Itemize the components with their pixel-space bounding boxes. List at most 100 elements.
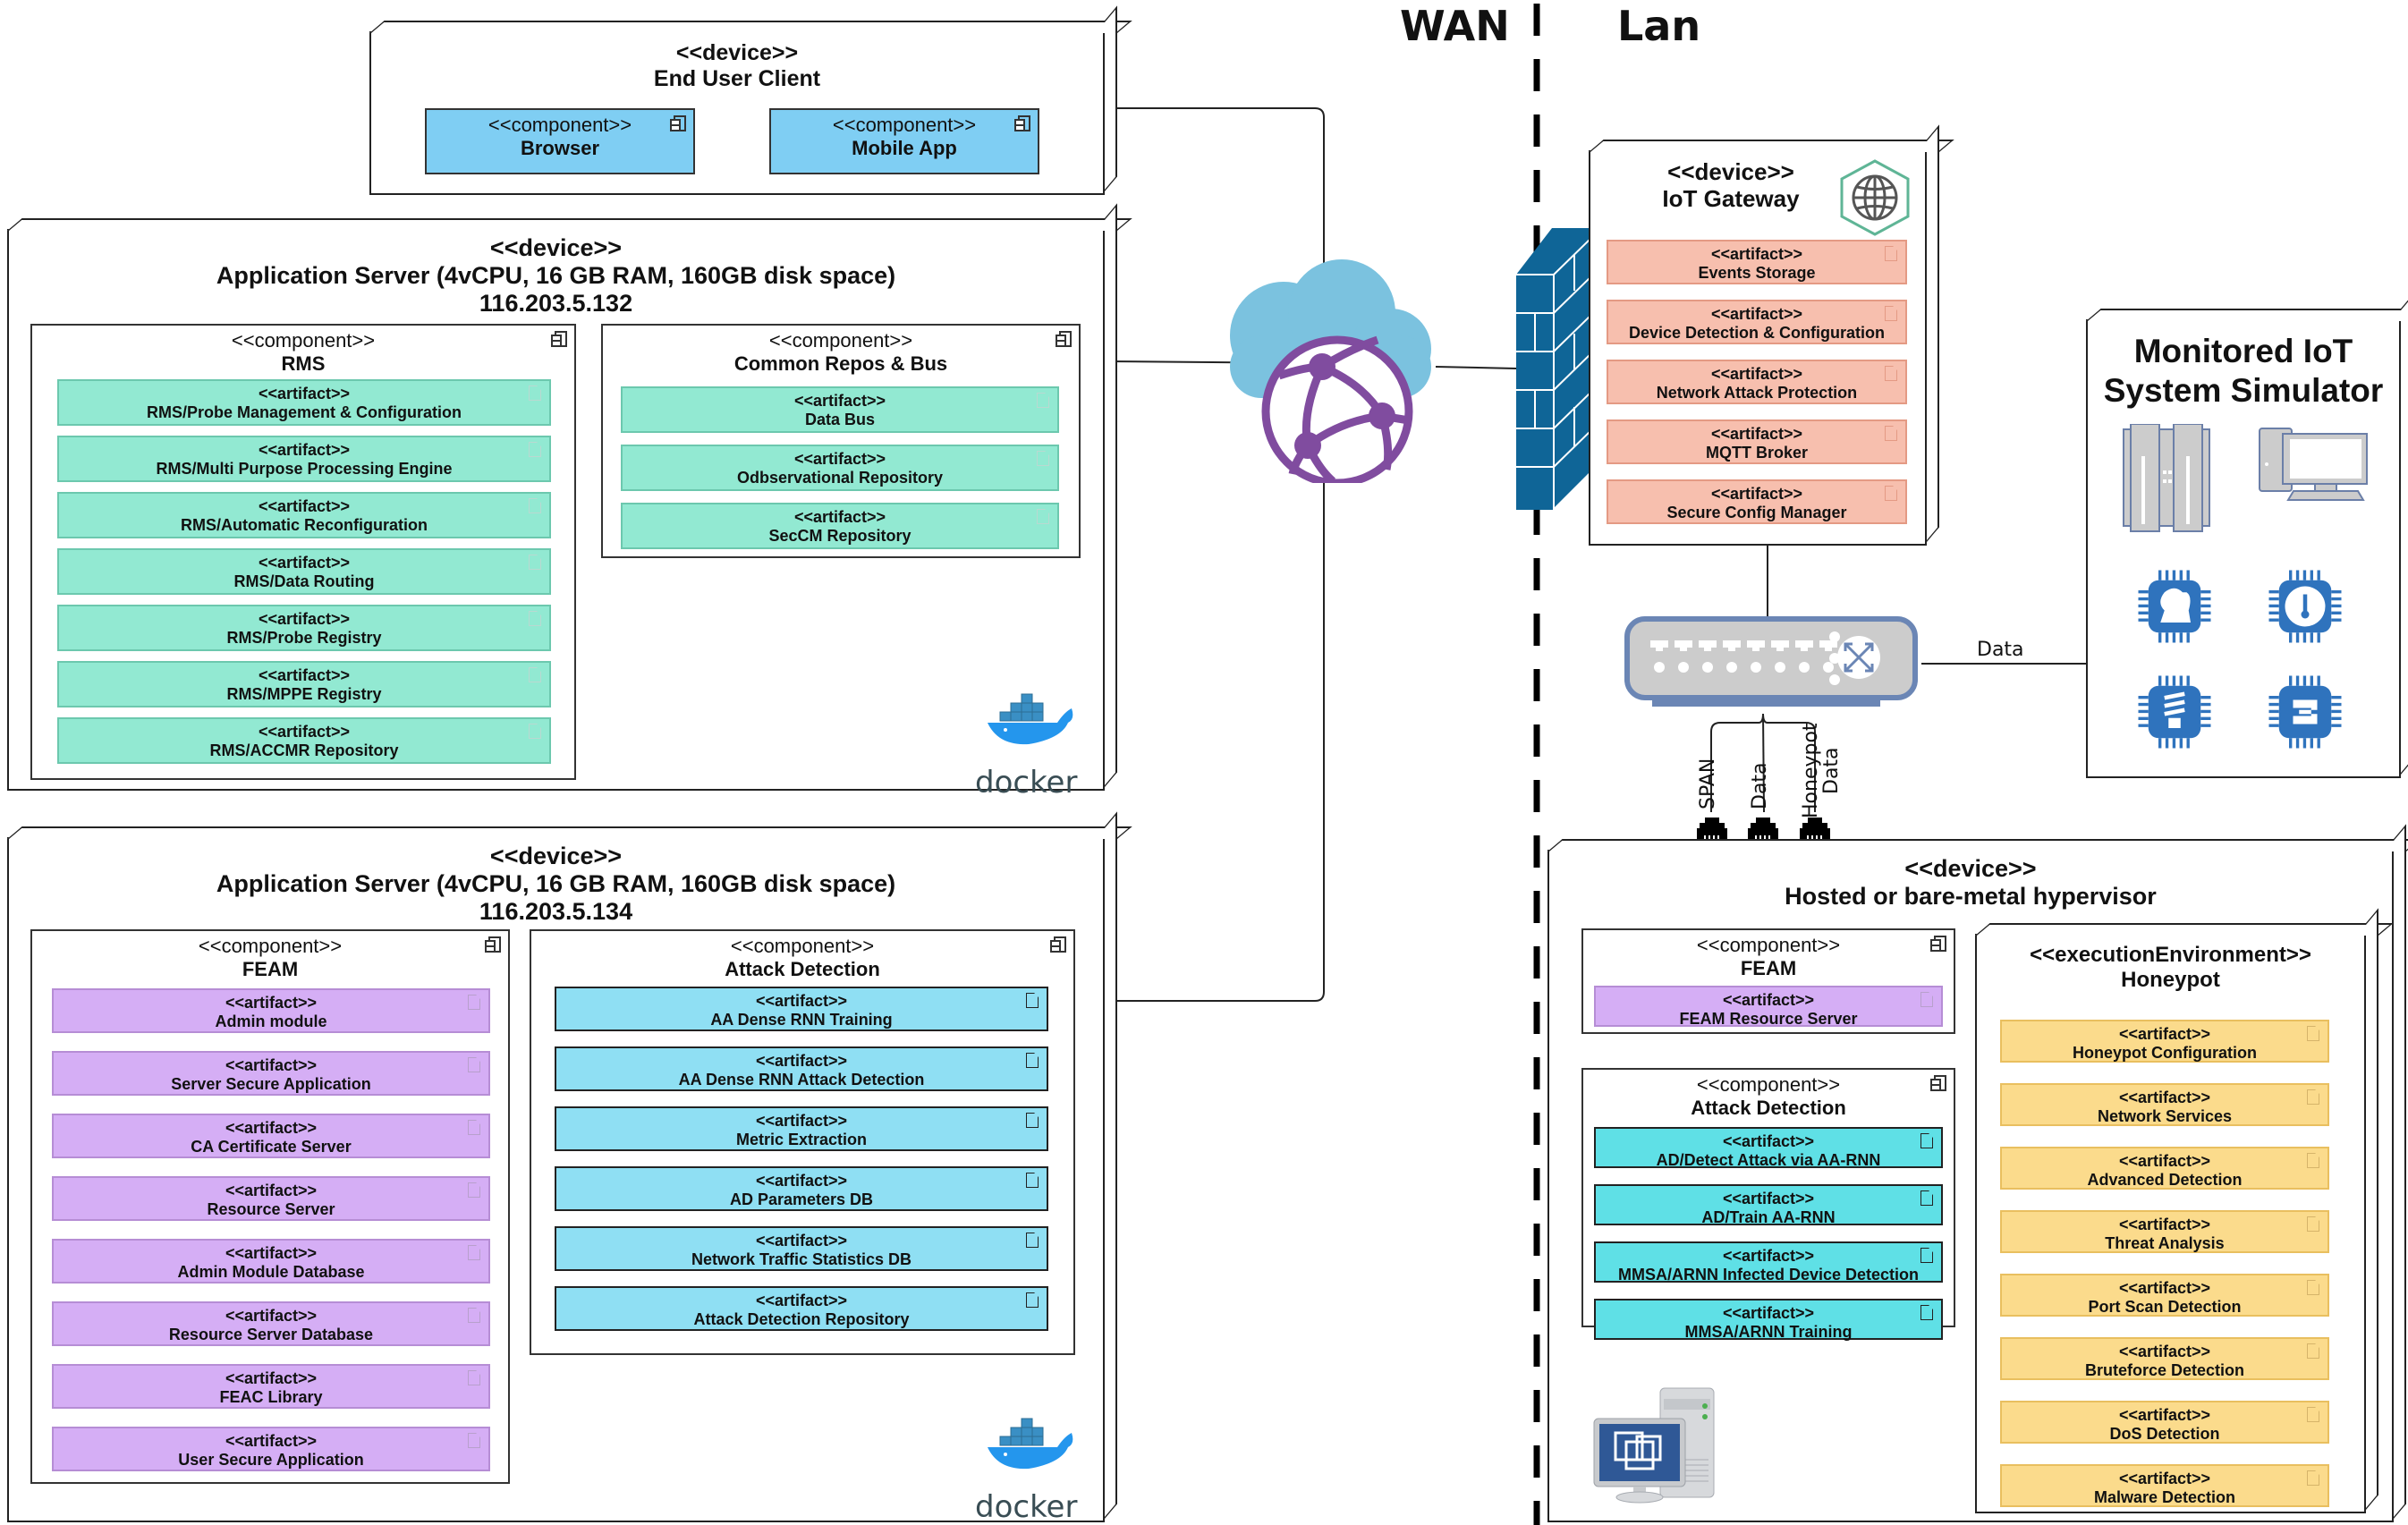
artifact[interactable]: <<artifact>>Network Services	[2000, 1083, 2329, 1126]
artifact-document-icon	[529, 667, 541, 682]
artifact[interactable]: <<artifact>>RMS/Probe Management & Confi…	[57, 379, 551, 426]
honeypot-environment[interactable]: <<executionEnvironment>> Honeypot <<arti…	[1975, 934, 2366, 1513]
artifact[interactable]: <<artifact>>Attack Detection Repository	[555, 1286, 1048, 1331]
artifact[interactable]: <<artifact>>FEAC Library	[52, 1364, 490, 1409]
artifact-name: RMS/ACCMR Repository	[209, 741, 399, 759]
component-name: Browser	[520, 137, 600, 159]
artifact-stereotype: <<artifact>>	[1722, 1304, 1815, 1322]
artifact-stereotype: <<artifact>>	[225, 1369, 318, 1387]
common-repos-bus-component[interactable]: <<component>> Common Repos & Bus <<artif…	[601, 324, 1081, 558]
artifact-document-icon	[1037, 509, 1049, 524]
hyp-attack-detection-component[interactable]: <<component>> Attack Detection <<artifac…	[1581, 1068, 1955, 1341]
artifact-stereotype: <<artifact>>	[1722, 991, 1815, 1009]
artifact[interactable]: <<artifact>>RMS/Automatic Reconfiguratio…	[57, 492, 551, 538]
node-name: Hosted or bare-metal hypervisor	[1785, 883, 2157, 911]
artifact[interactable]: <<artifact>>Odbservational Repository	[621, 445, 1059, 491]
artifact-name: Network Services	[2097, 1107, 2233, 1125]
artifact[interactable]: <<artifact>>Honeypot Configuration	[2000, 1020, 2329, 1063]
artifact-document-icon	[529, 611, 541, 626]
component-stereotype: <<component>>	[488, 114, 632, 136]
artifact[interactable]: <<artifact>>Malware Detection	[2000, 1464, 2329, 1507]
artifact[interactable]: <<artifact>>Resource Server	[52, 1176, 490, 1221]
component-name: Attack Detection	[1691, 1097, 1846, 1119]
artifact[interactable]: <<artifact>>RMS/Multi Purpose Processing…	[57, 436, 551, 482]
artifact[interactable]: <<artifact>>Metric Extraction	[555, 1106, 1048, 1151]
artifact[interactable]: <<artifact>>DoS Detection	[2000, 1401, 2329, 1444]
app-server-2-node[interactable]: <<device>> Application Server (4vCPU, 16…	[7, 837, 1105, 1525]
end-user-client-node[interactable]: <<device>> End User Client <<component>>…	[369, 31, 1105, 195]
artifact[interactable]: <<artifact>>Bruteforce Detection	[2000, 1337, 2329, 1380]
artifact[interactable]: <<artifact>>RMS/ACCMR Repository	[57, 717, 551, 764]
artifact-document-icon	[468, 1120, 480, 1135]
component-icon	[551, 331, 567, 347]
artifact[interactable]: <<artifact>>MMSA/ARNN Infected Device De…	[1594, 1241, 1943, 1284]
artifact-name: Secure Config Manager	[1666, 504, 1847, 521]
artifact[interactable]: <<artifact>>RMS/Data Routing	[57, 548, 551, 595]
switch-port-line-data	[1762, 713, 1765, 813]
artifact-document-icon	[529, 498, 541, 513]
component-name: FEAM	[1740, 957, 1797, 979]
artifact[interactable]: <<artifact>>CA Certificate Server	[52, 1114, 490, 1158]
artifact[interactable]: <<artifact>>Advanced Detection	[2000, 1147, 2329, 1190]
artifact[interactable]: <<artifact>>AD/Train AA-RNN	[1594, 1184, 1943, 1226]
component-name: FEAM	[242, 958, 299, 980]
artifact[interactable]: <<artifact>>AA Dense RNN Training	[555, 987, 1048, 1031]
artifact[interactable]: <<artifact>>Data Bus	[621, 386, 1059, 433]
artifact[interactable]: <<artifact>>Network Traffic Statistics D…	[555, 1226, 1048, 1271]
artifact[interactable]: <<artifact>>Secure Config Manager	[1607, 479, 1907, 524]
artifact[interactable]: <<artifact>>Network Attack Protection	[1607, 360, 1907, 404]
mobile-app-component[interactable]: <<component>> Mobile App	[769, 108, 1039, 174]
artifact-stereotype: <<artifact>>	[2118, 1152, 2211, 1170]
node-ip: 116.203.5.132	[479, 290, 633, 318]
artifact-document-icon	[1026, 1292, 1039, 1308]
artifact-document-icon	[1885, 366, 1897, 381]
artifact[interactable]: <<artifact>>Server Secure Application	[52, 1051, 490, 1096]
rms-component[interactable]: <<component>> RMS <<artifact>>RMS/Probe …	[30, 324, 576, 780]
browser-component[interactable]: <<component>> Browser	[425, 108, 695, 174]
artifact[interactable]: <<artifact>>Resource Server Database	[52, 1301, 490, 1346]
artifact[interactable]: <<artifact>>Threat Analysis	[2000, 1210, 2329, 1253]
artifact[interactable]: <<artifact>>Admin module	[52, 988, 490, 1033]
attack-detection-component[interactable]: <<component>> Attack Detection <<artifac…	[530, 929, 1075, 1355]
artifact[interactable]: <<artifact>>Device Detection & Configura…	[1607, 300, 1907, 344]
artifact-document-icon	[468, 1308, 480, 1323]
artifact[interactable]: <<artifact>>MQTT Broker	[1607, 419, 1907, 464]
artifact[interactable]: <<artifact>>Events Storage	[1607, 240, 1907, 284]
artifact-document-icon	[1920, 1248, 1933, 1263]
component-icon	[485, 936, 501, 953]
artifact[interactable]: <<artifact>>AD Parameters DB	[555, 1166, 1048, 1211]
artifact-document-icon	[468, 1057, 480, 1072]
artifact-document-icon	[1920, 1190, 1933, 1206]
artifact[interactable]: <<artifact>>User Secure Application	[52, 1427, 490, 1471]
iot-simulator-node[interactable]: Monitored IoT System Simulator	[2086, 319, 2401, 778]
artifact[interactable]: <<artifact>>MMSA/ARNN Training	[1594, 1299, 1943, 1341]
artifact-document-icon	[1037, 451, 1049, 466]
node-name: IoT Gateway	[1662, 184, 1800, 212]
artifact-stereotype: <<artifact>>	[225, 1119, 318, 1137]
artifact-stereotype: <<artifact>>	[258, 666, 351, 684]
iot-gateway-node[interactable]: <<device>> IoT Gateway <<artifact>>Event…	[1589, 150, 1927, 546]
artifact[interactable]: <<artifact>>FEAM Resource Server	[1594, 986, 1943, 1028]
artifact[interactable]: <<artifact>>Port Scan Detection	[2000, 1274, 2329, 1317]
hypervisor-node[interactable]: <<device>> Hosted or bare-metal hypervis…	[1547, 850, 2394, 1522]
artifact-name: Device Detection & Configuration	[1628, 324, 1886, 342]
artifact-stereotype: <<artifact>>	[1722, 1132, 1815, 1150]
artifact-name: SecCM Repository	[768, 527, 911, 545]
docker-whale-icon	[988, 1418, 1073, 1470]
data-link-label: Data	[1977, 639, 2024, 661]
artifact[interactable]: <<artifact>>RMS/Probe Registry	[57, 605, 551, 651]
artifact-document-icon	[1920, 1133, 1933, 1148]
artifact[interactable]: <<artifact>>AD/Detect Attack via AA-RNN	[1594, 1127, 1943, 1169]
artifact-name: AD/Detect Attack via AA-RNN	[1656, 1151, 1881, 1169]
artifact-stereotype: <<artifact>>	[755, 992, 848, 1010]
hyp-feam-component[interactable]: <<component>> FEAM <<artifact>>FEAM Reso…	[1581, 928, 1955, 1034]
artifact[interactable]: <<artifact>>SecCM Repository	[621, 503, 1059, 549]
artifact[interactable]: <<artifact>>Admin Module Database	[52, 1239, 490, 1284]
artifact[interactable]: <<artifact>>AA Dense RNN Attack Detectio…	[555, 1046, 1048, 1091]
docker-logo: docker	[975, 692, 1082, 801]
artifact-stereotype: <<artifact>>	[258, 497, 351, 515]
app-server-1-node[interactable]: <<device>> Application Server (4vCPU, 16…	[7, 229, 1105, 801]
feam-component[interactable]: <<component>> FEAM <<artifact>>Admin mod…	[30, 929, 510, 1484]
artifact-document-icon	[468, 995, 480, 1010]
artifact[interactable]: <<artifact>>RMS/MPPE Registry	[57, 661, 551, 707]
